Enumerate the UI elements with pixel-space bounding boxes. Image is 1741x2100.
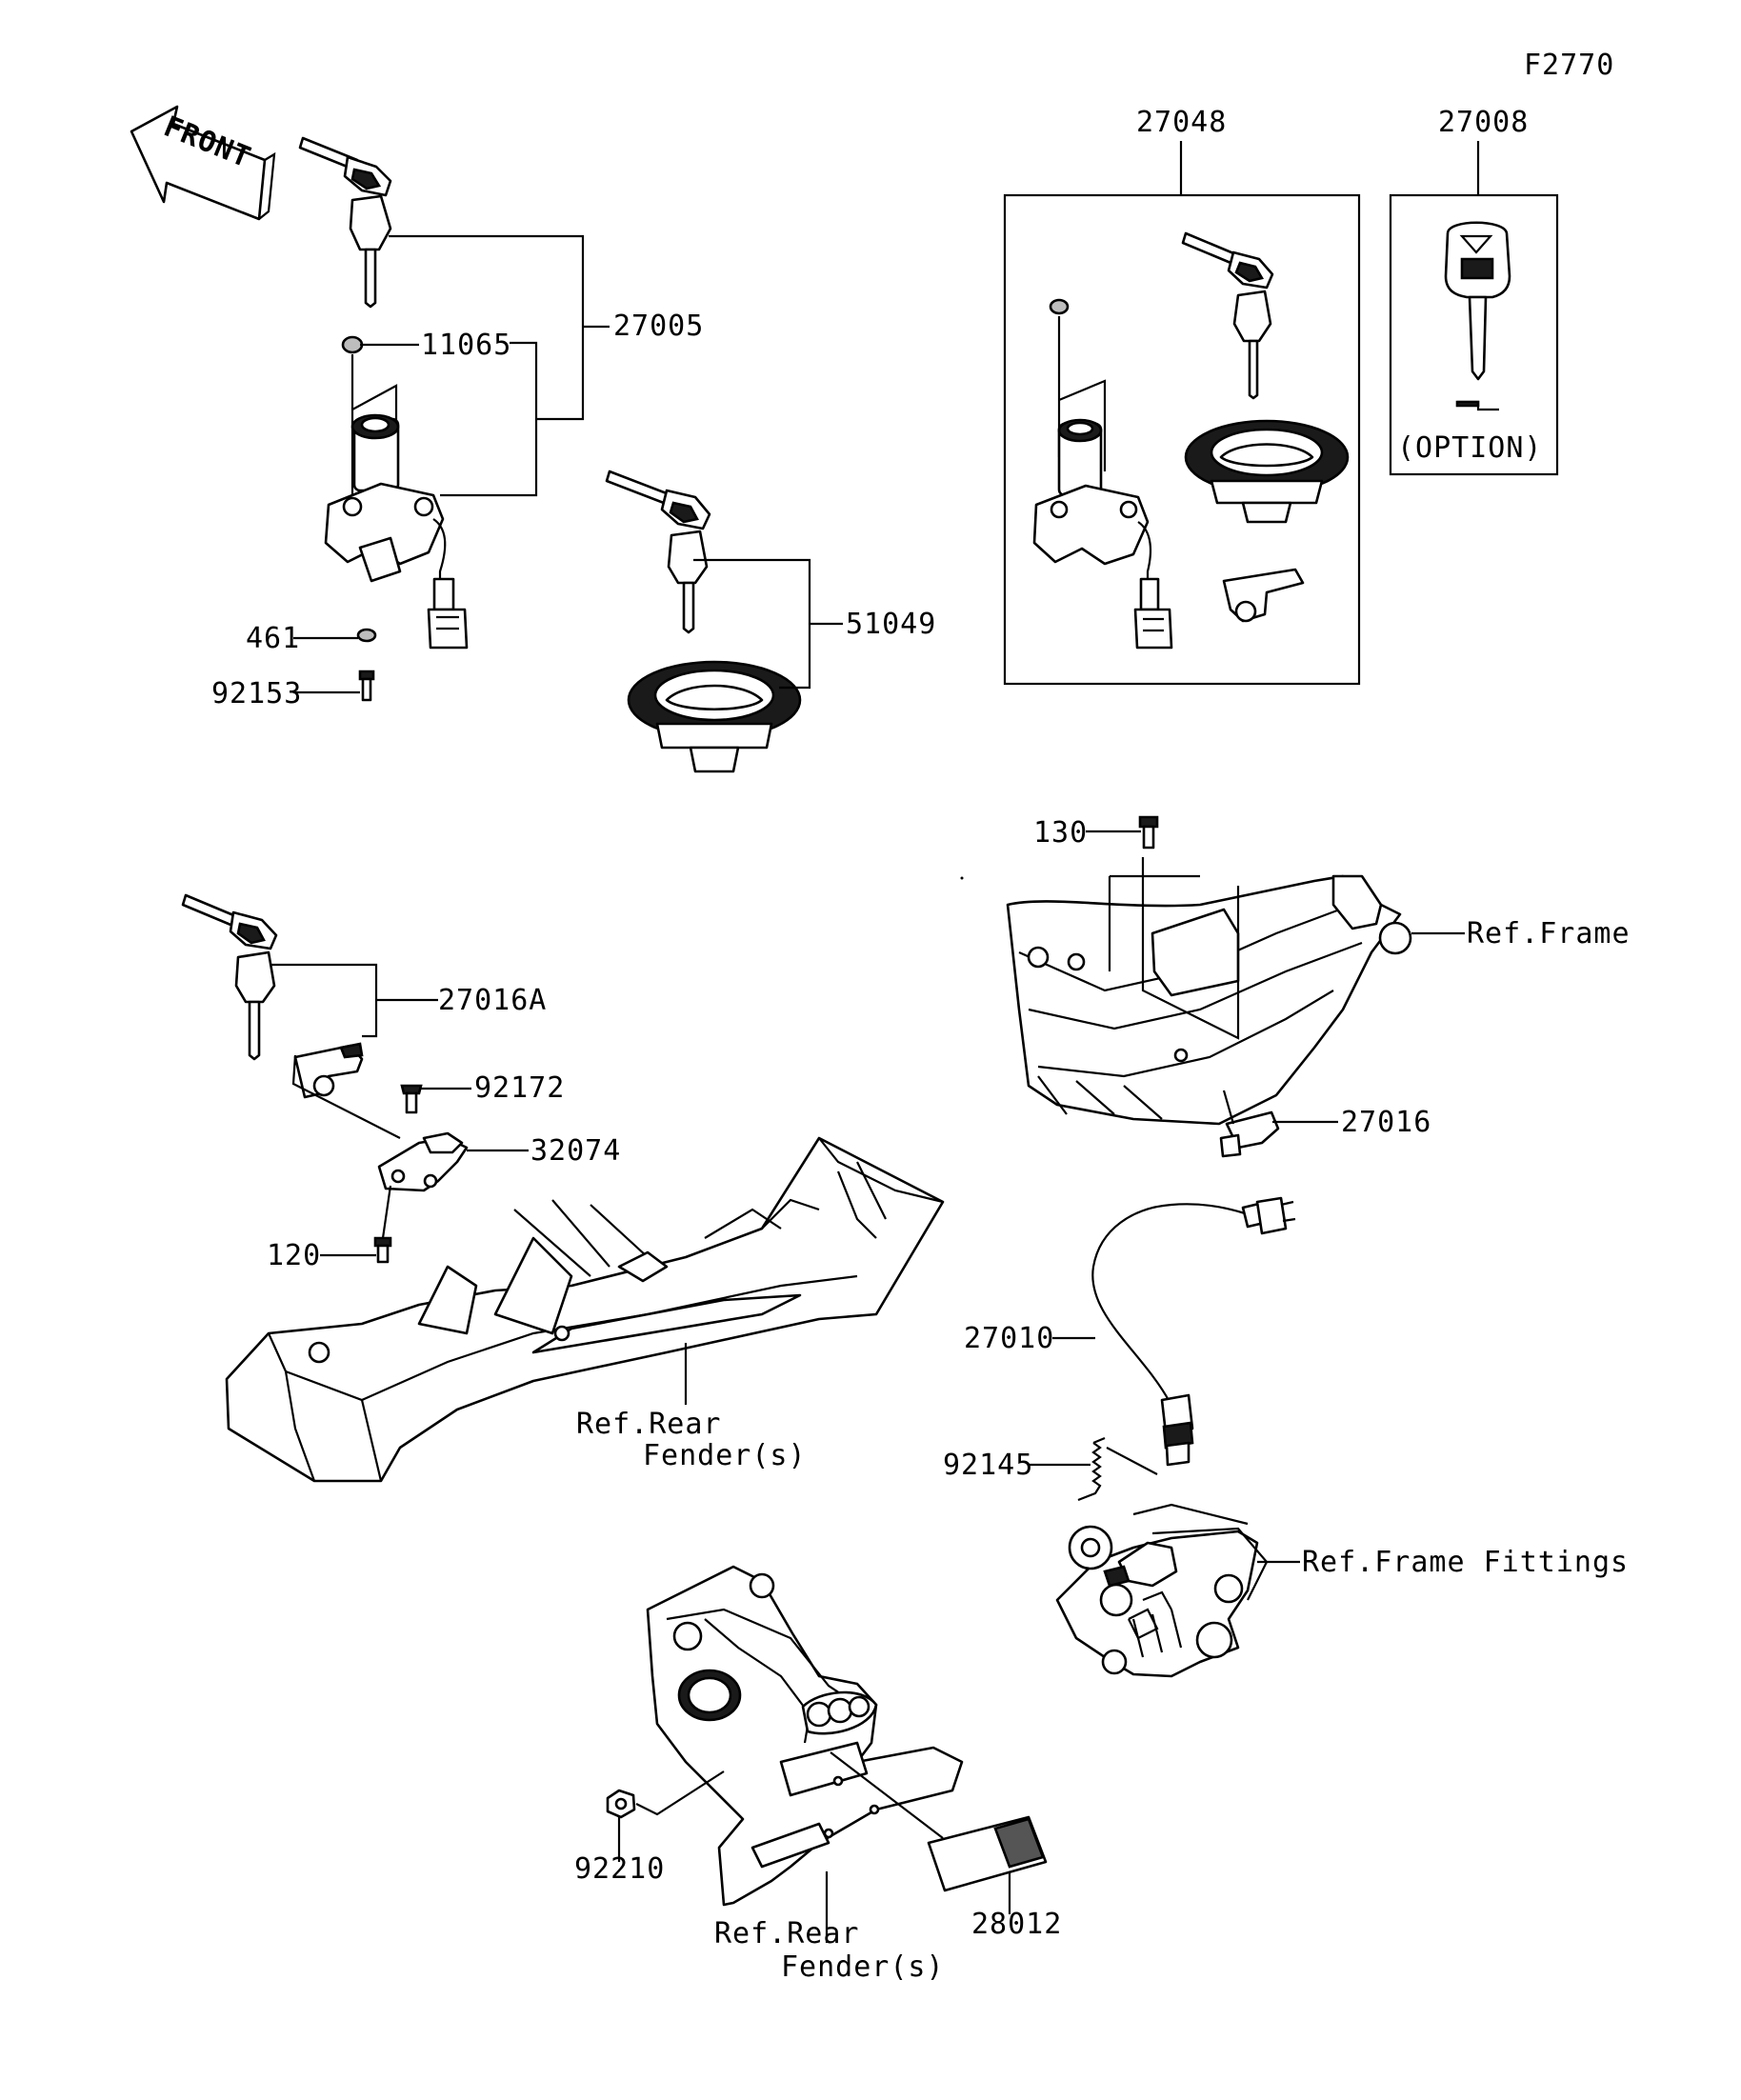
lock-27016a-icon	[293, 1042, 364, 1099]
ignition-switch-icon	[324, 354, 469, 650]
callout-ref-rear-fender-2b: Fender(s)	[781, 1950, 945, 1984]
fuel-cap-icon	[627, 660, 802, 773]
cap-icon	[1049, 298, 1070, 315]
callout-461: 461	[246, 622, 300, 655]
callout-27008: 27008	[1438, 106, 1529, 139]
figure-id: F2770	[1524, 49, 1614, 82]
bolt-92153	[358, 670, 375, 702]
ignition-switch-icon	[1032, 316, 1173, 650]
callout-27005: 27005	[613, 310, 704, 343]
callout-120: 120	[267, 1239, 321, 1272]
callout-92172: 92172	[474, 1071, 565, 1105]
fuel-cap-icon	[1184, 419, 1350, 524]
cap-11065	[341, 335, 364, 354]
callout-92153: 92153	[211, 677, 302, 710]
callout-27016a: 27016A	[438, 984, 547, 1017]
set-27048-box	[1003, 193, 1361, 686]
key-icon	[298, 136, 392, 309]
option-symbol-icon	[1455, 400, 1499, 411]
bracket-32074	[377, 1131, 469, 1192]
key-icon	[1181, 231, 1274, 400]
option-key-box	[1389, 193, 1559, 476]
callout-ref-rear-fender-1b: Fender(s)	[643, 1439, 807, 1472]
washer-461	[356, 628, 377, 643]
screw-92172	[400, 1084, 423, 1114]
switch-27010-icon	[1091, 1196, 1296, 1467]
callout-ref-frame-fittings: Ref.Frame Fittings	[1302, 1546, 1629, 1579]
callout-32074: 32074	[530, 1134, 621, 1168]
nut-92210	[606, 1789, 636, 1819]
seat-lock-icon	[1222, 568, 1305, 623]
license-bracket-icon	[646, 1565, 964, 1907]
frame-fittings-icon	[1055, 1503, 1269, 1678]
callout-27016: 27016	[1341, 1106, 1431, 1139]
spring-92145	[1077, 1436, 1106, 1502]
callout-92210: 92210	[574, 1852, 665, 1886]
bolt-130	[1138, 815, 1159, 850]
key-icon	[605, 470, 711, 634]
stray-dot	[960, 876, 964, 880]
callout-option: (OPTION)	[1397, 431, 1543, 465]
lock-27016-icon	[1219, 1110, 1280, 1158]
callout-27010: 27010	[964, 1322, 1054, 1355]
callout-130: 130	[1033, 816, 1088, 850]
callout-27048: 27048	[1136, 106, 1227, 139]
rear-fender-icon	[225, 1136, 945, 1483]
front-arrow-icon: FRONT	[130, 105, 276, 221]
reflector-28012-icon	[927, 1815, 1048, 1892]
callout-28012: 28012	[971, 1908, 1062, 1941]
callout-ref-rear-fender-1a: Ref.Rear	[576, 1408, 722, 1441]
bolt-120	[373, 1236, 392, 1264]
frame-icon	[1006, 857, 1412, 1126]
key-icon	[1444, 221, 1511, 381]
callout-ref-rear-fender-2a: Ref.Rear	[714, 1917, 860, 1950]
callout-51049: 51049	[846, 608, 936, 641]
callout-11065: 11065	[421, 329, 511, 362]
callout-92145: 92145	[943, 1449, 1033, 1482]
callout-ref-frame: Ref.Frame	[1467, 917, 1631, 950]
key-icon	[181, 893, 278, 1061]
